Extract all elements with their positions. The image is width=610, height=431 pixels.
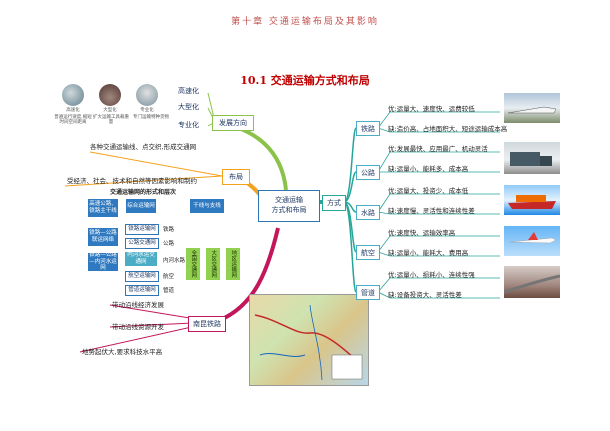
- chapter-heading: 第十章 交通运输布局及其影响: [231, 17, 379, 27]
- network-tag-local: 地区运输网: [226, 248, 240, 280]
- nankun-node: 南昆铁路: [188, 316, 226, 332]
- high-speed-note: 普遍运行速度,缩短时间空间距离: [54, 115, 92, 126]
- mode-water: 水路: [356, 205, 380, 220]
- pipe-cons: 缺:设备投资大、灵活性差: [388, 291, 462, 299]
- air-cons: 缺:运量小、能耗大、费用高: [388, 249, 469, 257]
- center-node: 交通运输 方式和布局: [258, 190, 320, 222]
- network-mid-road: 公路交通网: [125, 238, 159, 249]
- mode-pipe: 管道: [356, 285, 380, 300]
- mode-node: 方式: [322, 195, 346, 211]
- layout-node: 布局: [222, 169, 250, 185]
- dev-item-specialized: 专业化: [178, 121, 199, 129]
- nankun-item-economy: 带动沿线经济发展: [112, 301, 164, 309]
- truck-photo: [504, 142, 560, 174]
- large-scale-caption: 大型化: [103, 108, 117, 113]
- network-left-1: 高速公路、铁路主干线: [88, 199, 118, 217]
- nankun-item-terrain: 地势起伏大,要求科技水平高: [82, 348, 163, 356]
- high-speed-train-photo: [504, 93, 560, 123]
- network-label-pipe: 管道: [163, 288, 175, 294]
- network-label-air: 航空: [163, 274, 175, 280]
- network-mid-water: 内河水运交通网: [125, 252, 157, 266]
- dev-item-large-scale: 大型化: [178, 103, 199, 111]
- water-cons: 缺:速度慢、灵活性和连续性差: [388, 207, 475, 215]
- route-map-image: [249, 294, 369, 386]
- network-left-3: 铁路—公路—内河水运网: [88, 252, 118, 272]
- network-top-box-2: 干线与支线: [190, 199, 224, 213]
- specialized-note: 专门运输特种货物: [133, 115, 169, 120]
- specialized-photo: [136, 84, 158, 106]
- network-subtitle: 交通运输网的形式和层次: [110, 189, 177, 196]
- airplane-photo: [504, 226, 560, 256]
- road-cons: 缺:运量小、能耗多、成本高: [388, 165, 469, 173]
- mode-air: 航空: [356, 245, 380, 260]
- section-title: 10.1 交通运输方式和布局: [240, 74, 370, 87]
- center-line-1: 交通运输: [275, 196, 303, 205]
- network-mid-rail: 铁路运输网: [125, 224, 159, 235]
- water-pros: 优:运量大、投资少、成本低: [388, 187, 469, 195]
- network-left-2: 铁路—公路联运网络: [88, 228, 118, 246]
- large-scale-note: 扩大运输工具载重量: [93, 115, 129, 126]
- cargo-ship-photo: [504, 185, 560, 215]
- network-top-box-1: 综合运输网: [126, 199, 156, 213]
- road-pros: 优:发展最快、应用最广、机动灵活: [388, 145, 488, 153]
- air-pros: 优:速度快、运输效率高: [388, 229, 456, 237]
- mode-road: 公路: [356, 165, 380, 180]
- large-scale-photo: [99, 84, 121, 106]
- network-label-water: 内河水路: [163, 258, 186, 264]
- network-label-rail: 铁路: [163, 227, 175, 233]
- development-node: 发展方向: [212, 115, 254, 131]
- map-lines: [254, 304, 363, 381]
- network-mid-air: 航空运输网: [125, 271, 159, 282]
- layout-text-network: 各种交通运输线、点交织,形成交通网: [90, 143, 197, 151]
- network-mid-pipe: 管道运输网: [125, 285, 159, 296]
- network-tag-national: 全国交通网: [186, 248, 200, 280]
- mode-rail: 铁路: [356, 121, 380, 136]
- pipe-pros: 优:运量小、损耗小、连续性强: [388, 271, 475, 279]
- nankun-item-resources: 带动沿线资源开发: [112, 323, 164, 331]
- network-label-road: 公路: [163, 241, 175, 247]
- high-speed-caption: 高速化: [66, 108, 80, 113]
- layout-text-factors: 受经济、社会、技术和自然等因素影响和制约: [67, 177, 197, 185]
- dev-item-high-speed: 高速化: [178, 87, 199, 95]
- network-tag-regional: 大区交通网: [206, 248, 220, 280]
- high-speed-photo: [62, 84, 84, 106]
- rail-pros: 优:运量大、速度快、运费较低: [388, 105, 475, 113]
- pipeline-photo: [504, 266, 560, 298]
- specialized-caption: 专业化: [140, 108, 154, 113]
- rail-cons: 缺:造价高、占地面积大、短途运输成本高: [388, 125, 508, 133]
- center-line-2: 方式和布局: [271, 206, 307, 214]
